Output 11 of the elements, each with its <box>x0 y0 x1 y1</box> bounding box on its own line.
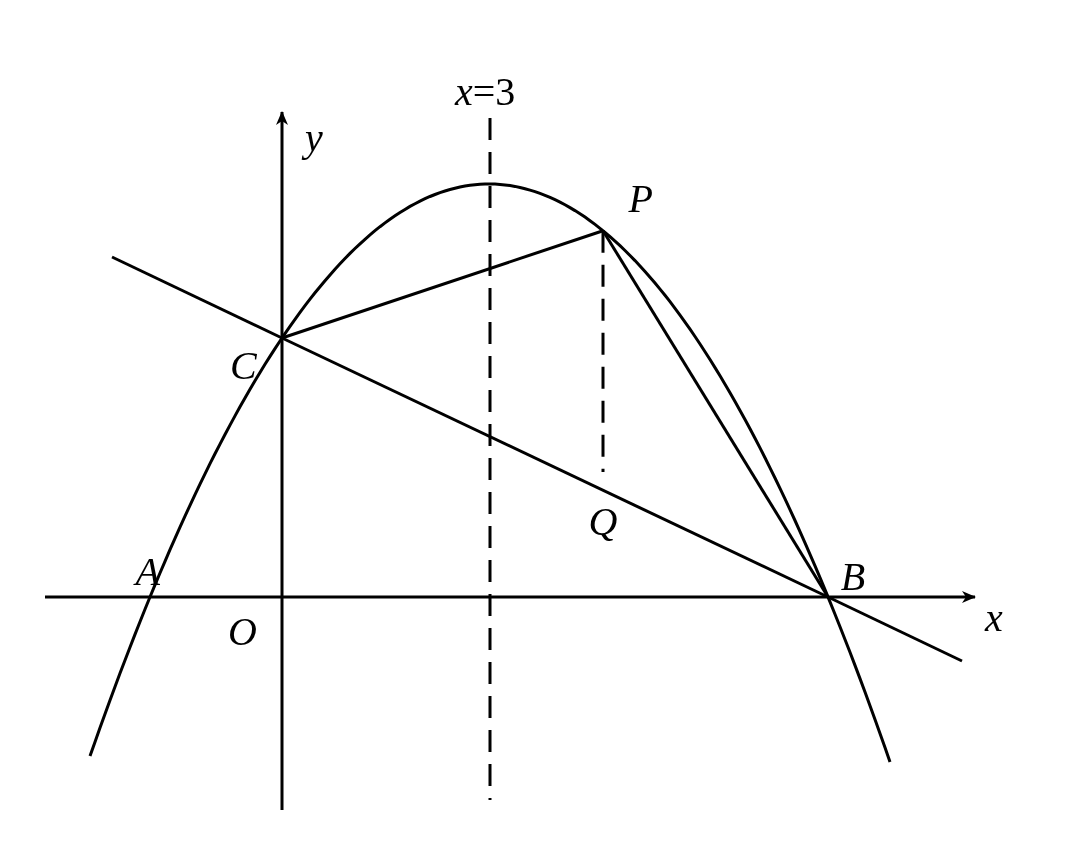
equation-label: x=3 <box>455 72 516 112</box>
point-label: P <box>603 178 653 231</box>
point-label: B <box>828 547 878 597</box>
axis-label: x <box>985 598 1003 638</box>
line-segment <box>601 229 830 598</box>
origin-label: O <box>228 612 257 652</box>
dashed-line <box>601 230 605 472</box>
line-segment <box>281 229 604 340</box>
point-label: Q <box>575 472 631 542</box>
line-segment <box>281 336 829 599</box>
point-label: C <box>230 338 282 386</box>
